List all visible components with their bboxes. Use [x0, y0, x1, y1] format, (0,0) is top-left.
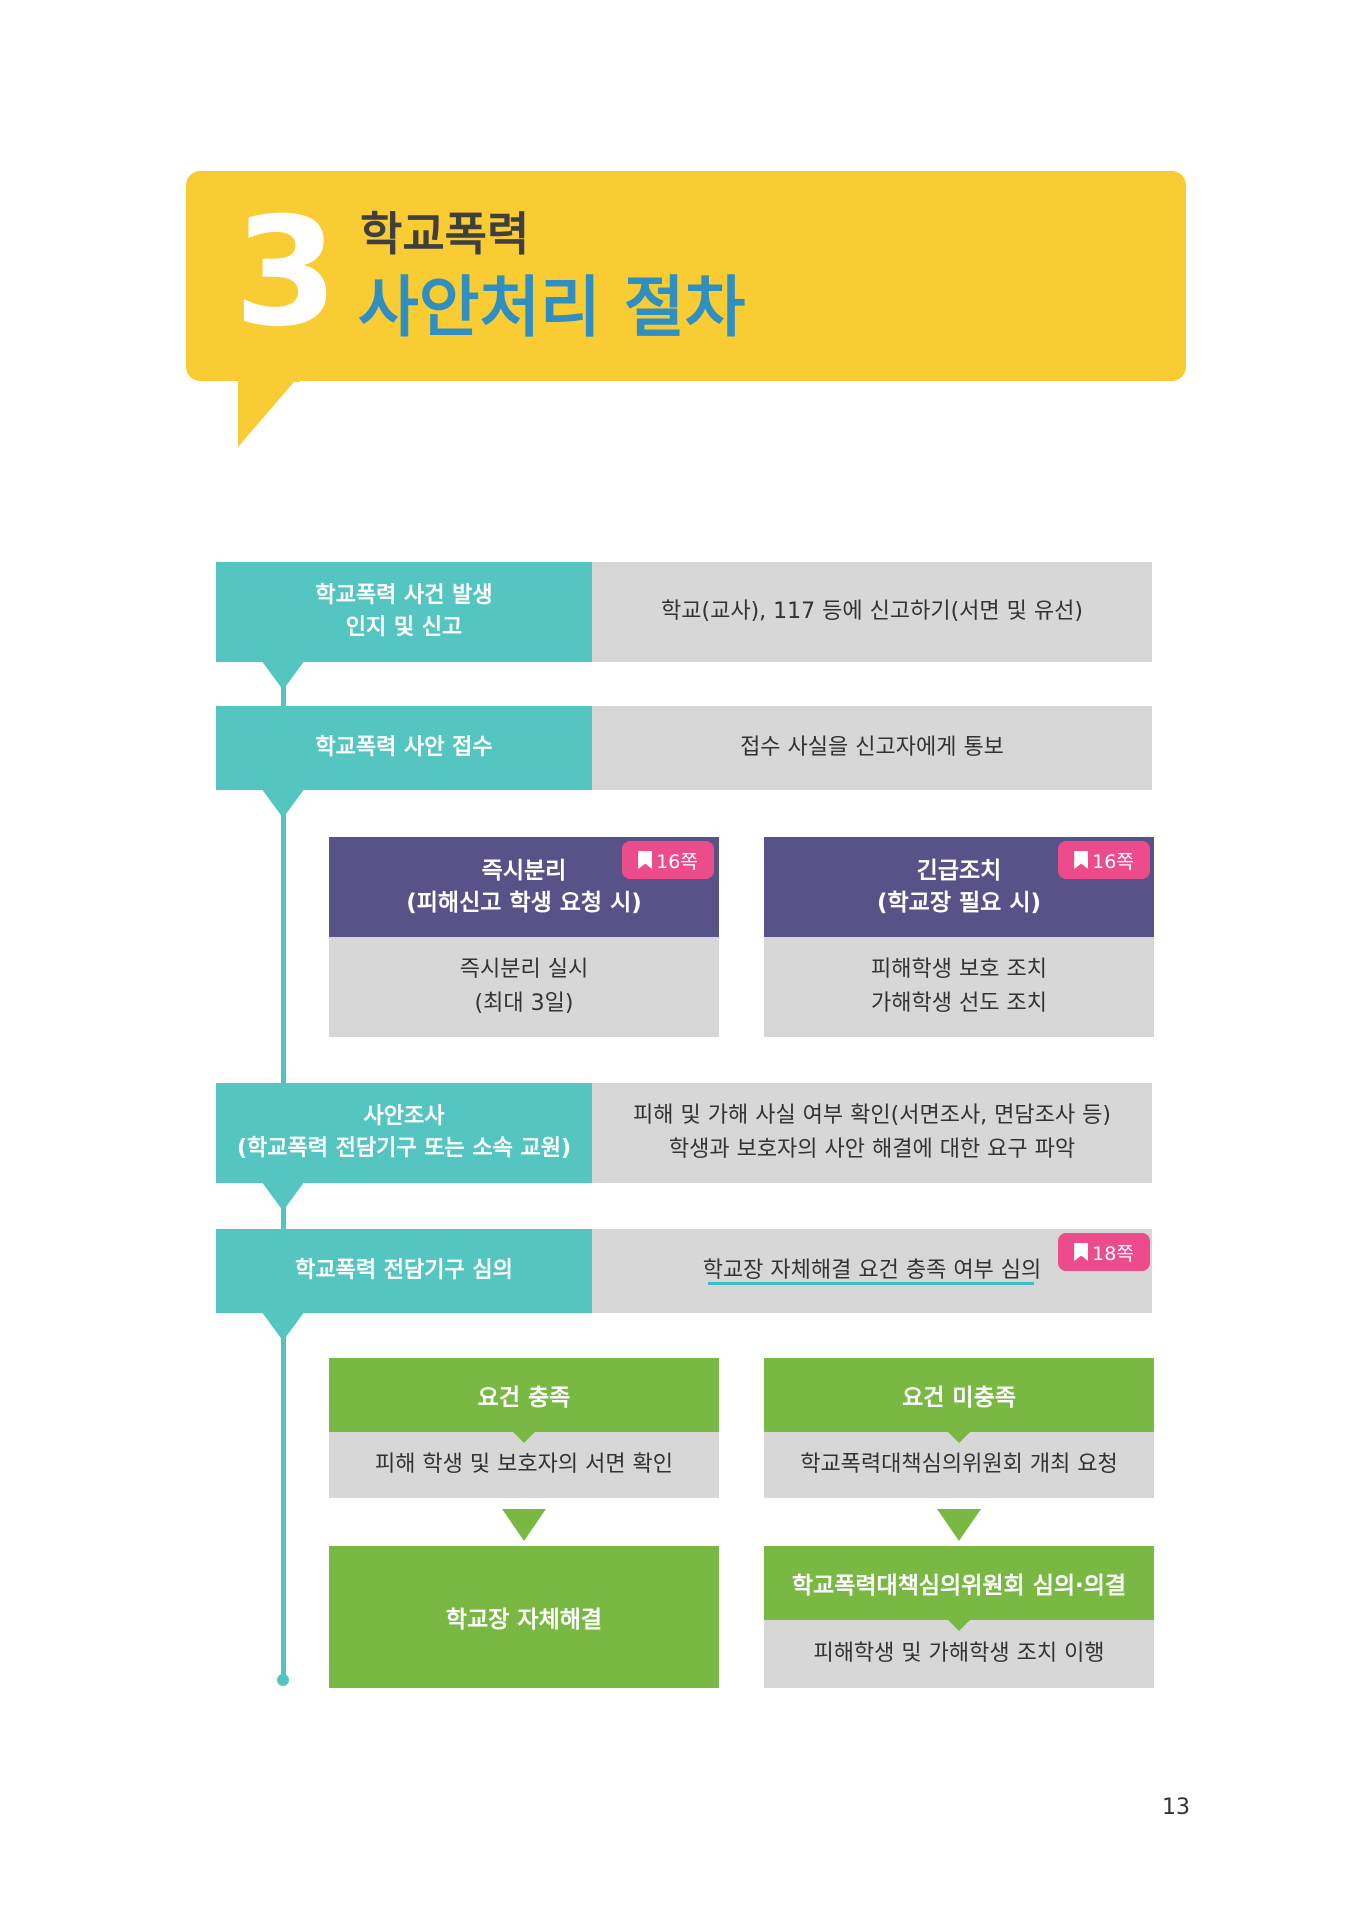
separation-header: 즉시분리 (피해신고 학생 요청 시) [329, 837, 719, 937]
met-body-pointer [512, 1431, 536, 1443]
step4-title-text: 학교폭력 전담기구 심의 [295, 1258, 513, 1283]
step2-title: 학교폭력 사안 접수 [216, 706, 592, 790]
emergency-body: 피해학생 보호 조치 가해학생 선도 조치 [764, 937, 1154, 1037]
step4-underline [708, 1282, 1034, 1285]
step3-description-line2: 학생과 보호자의 사안 해결에 대한 요구 파악 [668, 1137, 1076, 1162]
emergency-badge-text: 16쪽 [1092, 850, 1134, 873]
step3-description: 피해 및 가해 사실 여부 확인(서면조사, 면담조사 등) 학생과 보호자의 … [592, 1083, 1152, 1183]
title-line1: 학교폭력 [360, 207, 530, 261]
not-met-arrow [937, 1509, 981, 1541]
step3-title-line2: (학교폭력 전담기구 또는 소속 교원) [236, 1136, 572, 1161]
emergency-body-line1: 피해학생 보호 조치 [871, 957, 1047, 982]
not-met-header-pointer [947, 1431, 971, 1443]
separation-header-line1: 즉시분리 [481, 858, 567, 884]
step1-description-text: 학교(교사), 117 등에 신고하기(서면 및 유선) [661, 599, 1083, 624]
page-number: 13 [1162, 1795, 1190, 1820]
met-arrow [502, 1509, 546, 1541]
bookmark-icon [1074, 1243, 1089, 1261]
not-met-result-pointer [947, 1619, 971, 1631]
separation-badge-text: 16쪽 [656, 850, 698, 873]
separation-body-line1: 즉시분리 실시 [459, 957, 589, 982]
step3-title-line1: 사안조사 [363, 1104, 445, 1129]
step1-title-line1: 학교폭력 사건 발생 [315, 583, 493, 608]
step4-title: 학교폭력 전담기구 심의 [216, 1229, 592, 1313]
separation-page-badge[interactable]: 16쪽 [622, 841, 714, 879]
not-met-result-body: 피해학생 및 가해학생 조치 이행 [764, 1620, 1154, 1688]
met-result-text: 학교장 자체해결 [445, 1607, 603, 1633]
emergency-body-line2: 가해학생 선도 조치 [871, 991, 1047, 1016]
step1-title-line2: 인지 및 신고 [345, 615, 463, 640]
not-met-result-body-text: 피해학생 및 가해학생 조치 이행 [813, 1641, 1105, 1666]
bookmark-icon [638, 851, 653, 869]
step3-title: 사안조사 (학교폭력 전담기구 또는 소속 교원) [216, 1083, 592, 1183]
emergency-page-badge[interactable]: 16쪽 [1058, 841, 1150, 879]
emergency-header-line2: (학교장 필요 시) [877, 890, 1041, 916]
chapter-number: 3 [233, 186, 339, 360]
not-met-result-header-text: 학교폭력대책심의위원회 심의·의결 [791, 1573, 1127, 1599]
step4-arrow [261, 1311, 305, 1341]
step2-description-text: 접수 사실을 신고자에게 통보 [740, 735, 1004, 760]
not-met-body: 학교폭력대책심의위원회 개최 요청 [764, 1432, 1154, 1498]
step4-page-badge[interactable]: 18쪽 [1058, 1233, 1150, 1271]
step4-badge-text: 18쪽 [1092, 1242, 1134, 1265]
met-body: 피해 학생 및 보호자의 서면 확인 [329, 1432, 719, 1498]
step2-description: 접수 사실을 신고자에게 통보 [592, 706, 1152, 790]
met-header: 요건 충족 [329, 1358, 719, 1432]
separation-header-line2: (피해신고 학생 요청 시) [406, 890, 642, 916]
separation-body: 즉시분리 실시 (최대 3일) [329, 937, 719, 1037]
banner-tail-pointer [238, 375, 300, 447]
step1-title: 학교폭력 사건 발생 인지 및 신고 [216, 562, 592, 662]
emergency-header-line1: 긴급조치 [916, 858, 1002, 884]
title-line2: 사안처리 절차 [358, 269, 746, 346]
header-banner [186, 171, 1186, 381]
met-body-text: 피해 학생 및 보호자의 서면 확인 [374, 1452, 674, 1477]
timeline-end-dot [277, 1674, 289, 1686]
step4-description-text: 학교장 자체해결 요건 충족 여부 심의 [702, 1258, 1042, 1283]
not-met-result-header: 학교폭력대책심의위원회 심의·의결 [764, 1546, 1154, 1620]
not-met-body-text: 학교폭력대책심의위원회 개최 요청 [800, 1452, 1118, 1477]
step3-arrow [261, 1181, 305, 1211]
step2-title-text: 학교폭력 사안 접수 [315, 735, 493, 760]
not-met-header: 요건 미충족 [764, 1358, 1154, 1432]
met-result: 학교장 자체해결 [329, 1546, 719, 1688]
step3-description-line1: 피해 및 가해 사실 여부 확인(서면조사, 면담조사 등) [633, 1103, 1111, 1128]
not-met-header-text: 요건 미충족 [902, 1385, 1016, 1411]
met-header-text: 요건 충족 [477, 1385, 571, 1411]
separation-body-line2: (최대 3일) [474, 991, 574, 1016]
step1-description: 학교(교사), 117 등에 신고하기(서면 및 유선) [592, 562, 1152, 662]
step2-arrow [261, 788, 305, 818]
step1-arrow [261, 660, 305, 690]
bookmark-icon [1074, 851, 1089, 869]
